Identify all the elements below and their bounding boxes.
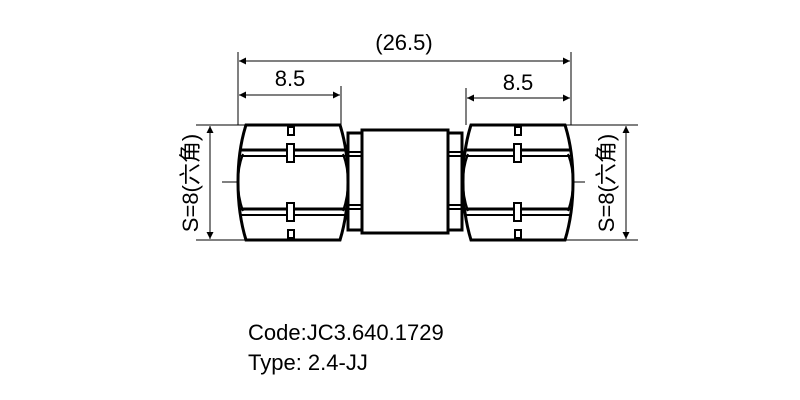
left-hex-nut: [236, 123, 350, 242]
product-code: Code:JC3.640.1729: [248, 320, 444, 345]
right-hex-size-label: S=8(六角): [594, 134, 619, 232]
dimension-lines: [206, 57, 630, 239]
extension-lines: [196, 52, 638, 241]
product-type: Type: 2.4-JJ: [248, 350, 368, 375]
center-body: [346, 128, 464, 235]
left-hex-size-label: S=8(六角): [178, 134, 203, 232]
left-nut-length-label: 8.5: [275, 66, 306, 91]
overall-length-label: (26.5): [375, 30, 432, 55]
right-nut-length-label: 8.5: [503, 70, 534, 95]
right-hex-nut: [461, 123, 575, 242]
